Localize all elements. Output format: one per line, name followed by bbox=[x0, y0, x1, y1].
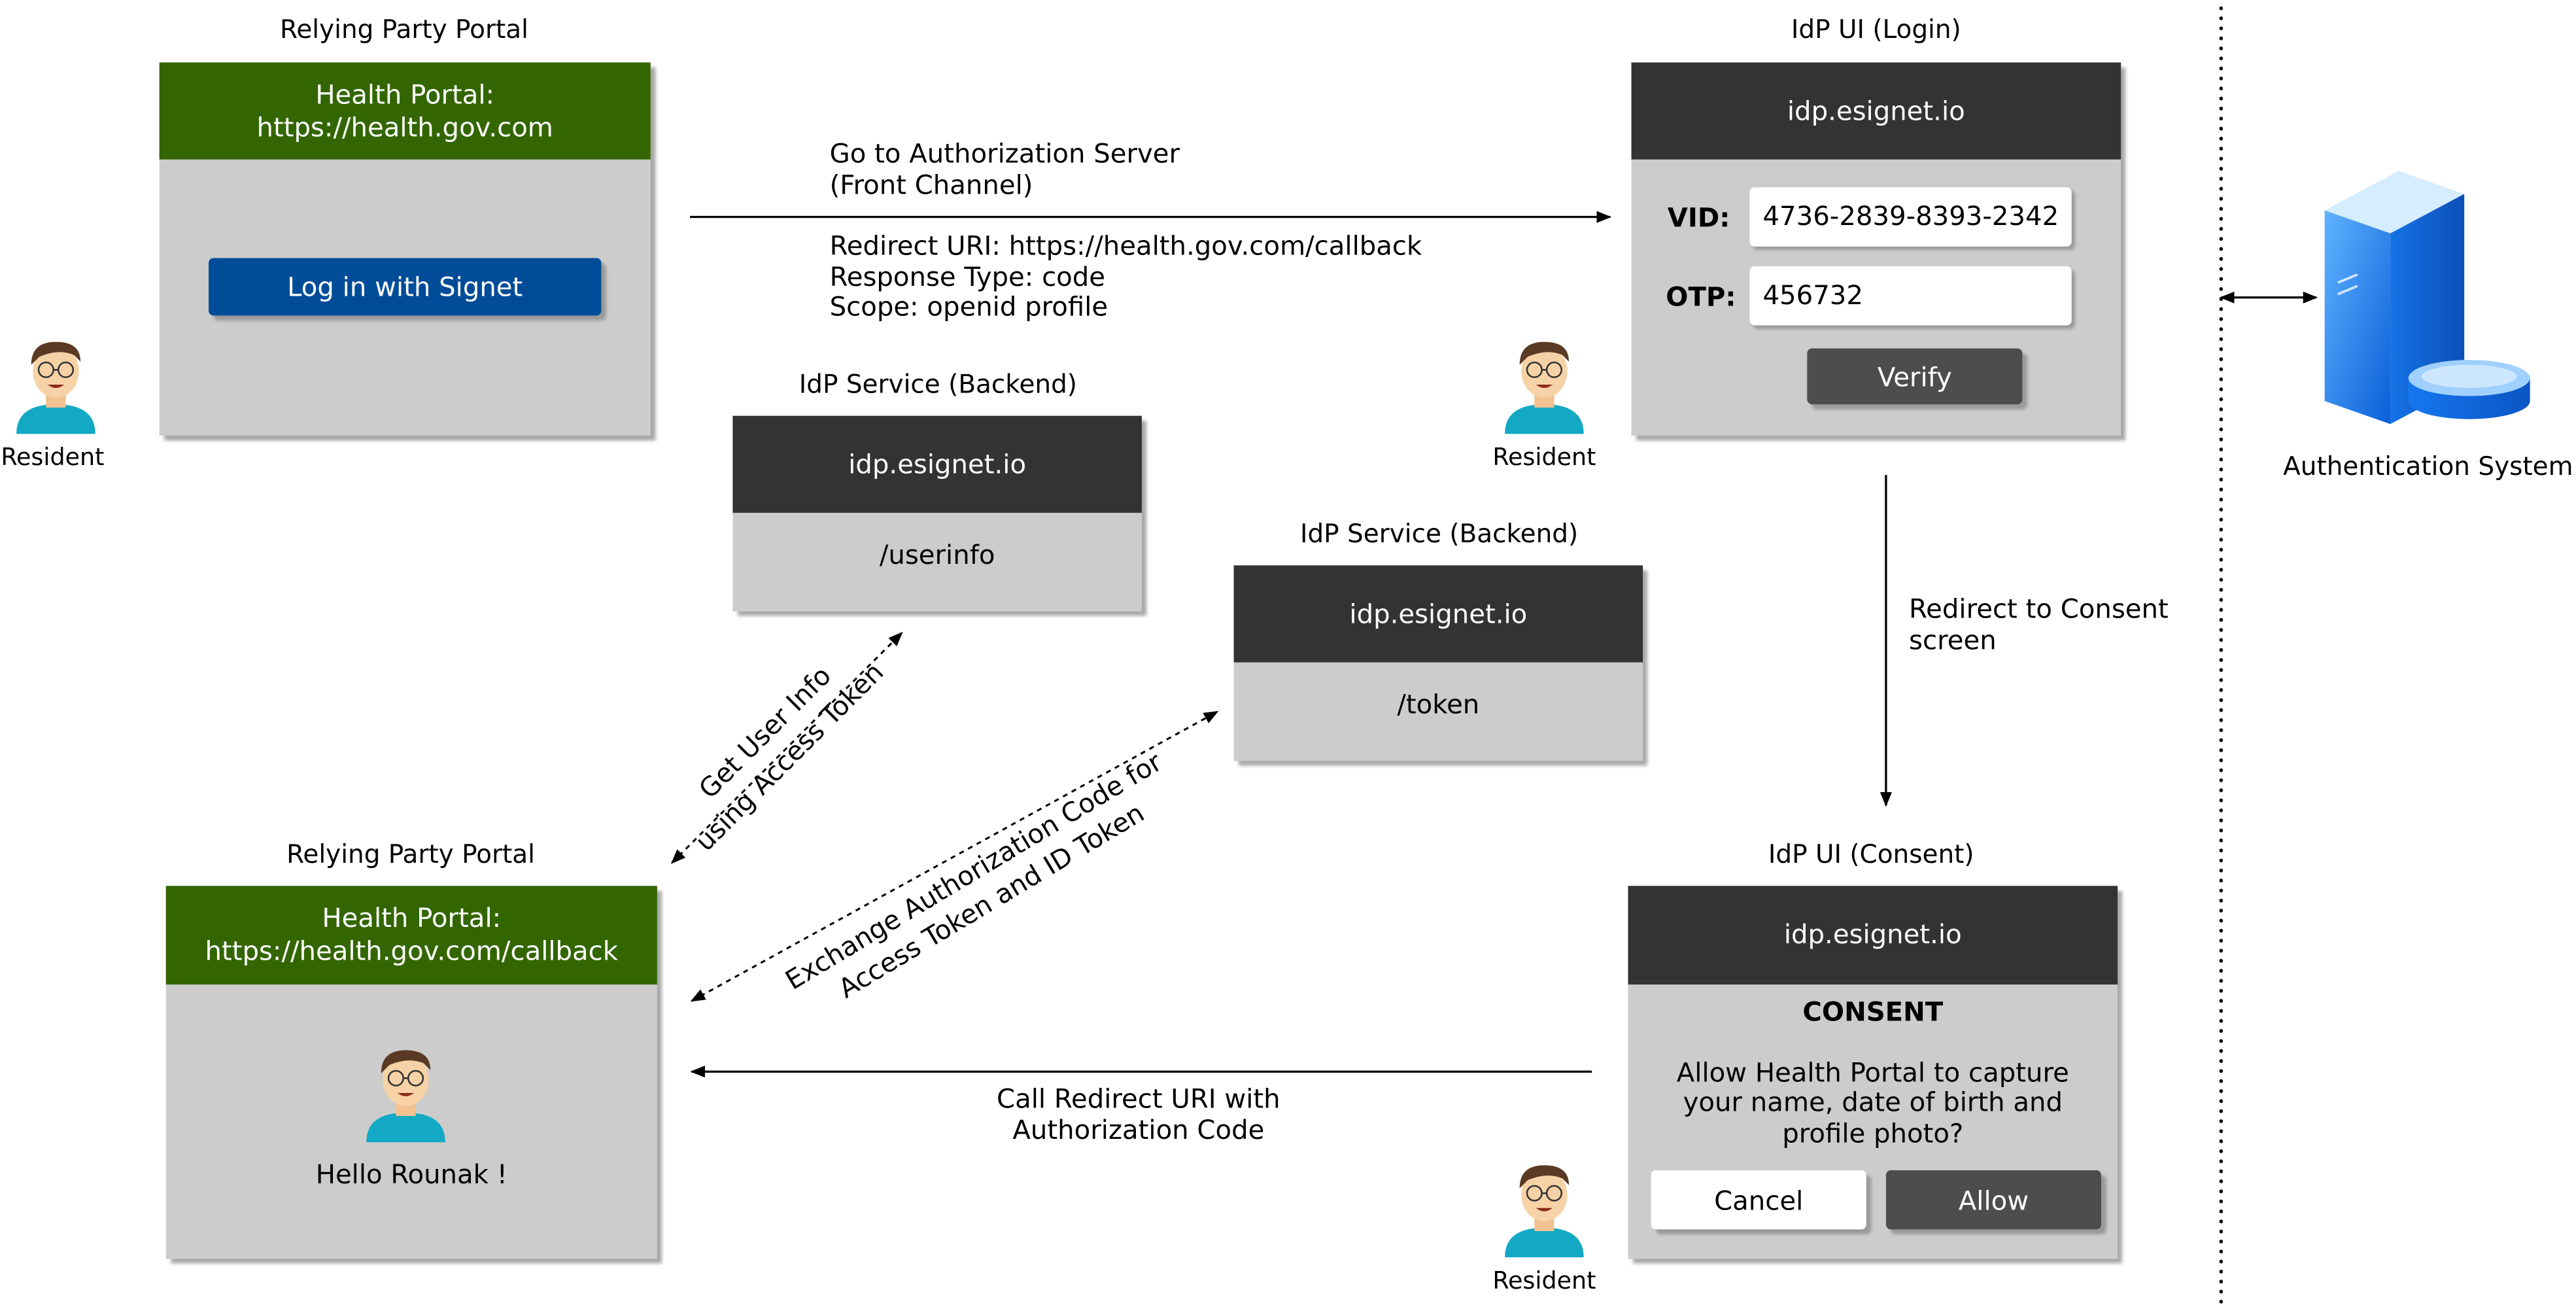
token-exchange-arrow bbox=[690, 710, 1219, 1002]
consent-redirect-label-1: Redirect to Consent bbox=[1909, 593, 2169, 625]
login-with-signet-button[interactable]: Log in with Signet bbox=[209, 258, 602, 316]
rp-login-panel: Health Portal: https://health.gov.com Lo… bbox=[159, 62, 651, 436]
vid-field[interactable]: 4736-2839-8393-2342 bbox=[1749, 187, 2072, 247]
front-channel-label-2: (Front Channel) bbox=[829, 169, 1033, 201]
response-type-param: Response Type: code bbox=[829, 261, 1106, 293]
rp-callback-header-line1: Health Portal: bbox=[322, 902, 502, 934]
svc-userinfo-title: IdP Service (Backend) bbox=[799, 370, 1078, 400]
rp-login-header: Health Portal: https://health.gov.com bbox=[159, 62, 651, 160]
rp-callback-header-url: https://health.gov.com/callback bbox=[205, 935, 619, 967]
cancel-button[interactable]: Cancel bbox=[1651, 1170, 1866, 1230]
consent-message-line1: Allow Health Portal to capture bbox=[1676, 1056, 2069, 1088]
idp-login-panel: idp.esignet.io VID: 4736-2839-8393-2342 … bbox=[1631, 62, 2121, 436]
front-channel-label-1: Go to Authorization Server bbox=[829, 138, 1180, 169]
redirect-uri-param: Redirect URI: https://health.gov.com/cal… bbox=[829, 230, 1422, 262]
callback-label-1: Call Redirect URI with bbox=[997, 1083, 1280, 1115]
consent-message-line2: your name, date of birth and bbox=[1683, 1086, 2063, 1118]
rp-callback-header: Health Portal: https://health.gov.com/ca… bbox=[165, 886, 657, 985]
idp-consent-title: IdP UI (Consent) bbox=[1768, 839, 1974, 870]
userinfo-endpoint: /userinfo bbox=[879, 539, 995, 570]
svc-userinfo-header: idp.esignet.io bbox=[732, 415, 1142, 513]
scope-param: Scope: openid profile bbox=[829, 290, 1108, 322]
consent-redirect-label-2: screen bbox=[1909, 624, 1997, 656]
verify-button[interactable]: Verify bbox=[1807, 348, 2023, 405]
svc-userinfo-panel: idp.esignet.io /userinfo bbox=[732, 415, 1142, 612]
svc-token-header: idp.esignet.io bbox=[1233, 565, 1643, 663]
otp-label: OTP: bbox=[1666, 281, 1736, 313]
resident-avatar-2 bbox=[1505, 341, 1584, 434]
portal-user-avatar bbox=[366, 1050, 445, 1143]
vid-label: VID: bbox=[1667, 202, 1730, 234]
rp-login-header-url: https://health.gov.com bbox=[256, 111, 553, 143]
resident-label-1: Resident bbox=[1, 445, 105, 472]
resident-avatar-3 bbox=[1505, 1165, 1584, 1258]
svc-token-panel: idp.esignet.io /token bbox=[1233, 565, 1643, 761]
rp-login-header-line1: Health Portal: bbox=[315, 78, 495, 110]
callback-label-2: Authorization Code bbox=[1012, 1114, 1265, 1146]
resident-label-3: Resident bbox=[1492, 1268, 1596, 1295]
rp-callback-panel: Health Portal: https://health.gov.com/ca… bbox=[165, 886, 657, 1259]
rp-callback-title: Relying Party Portal bbox=[286, 839, 535, 870]
allow-button[interactable]: Allow bbox=[1885, 1170, 2101, 1230]
otp-field[interactable]: 456732 bbox=[1749, 266, 2072, 326]
idp-login-title: IdP UI (Login) bbox=[1791, 14, 1961, 44]
greeting-text: Hello Rounak ! bbox=[315, 1158, 507, 1191]
rp-login-title: Relying Party Portal bbox=[280, 14, 528, 44]
idp-login-header: idp.esignet.io bbox=[1631, 62, 2121, 160]
server-icon bbox=[2324, 171, 2530, 425]
token-endpoint: /token bbox=[1397, 688, 1480, 720]
idp-consent-panel: idp.esignet.io CONSENT Allow Health Port… bbox=[1628, 886, 2118, 1259]
svc-token-title: IdP Service (Backend) bbox=[1299, 519, 1579, 549]
resident-label-2: Resident bbox=[1492, 445, 1596, 472]
resident-avatar-1 bbox=[16, 341, 95, 434]
consent-heading: CONSENT bbox=[1802, 996, 1944, 1028]
consent-message-line3: profile photo? bbox=[1782, 1117, 1964, 1149]
auth-system-label: Authentication System bbox=[2283, 451, 2573, 482]
idp-consent-header: idp.esignet.io bbox=[1628, 886, 2118, 985]
